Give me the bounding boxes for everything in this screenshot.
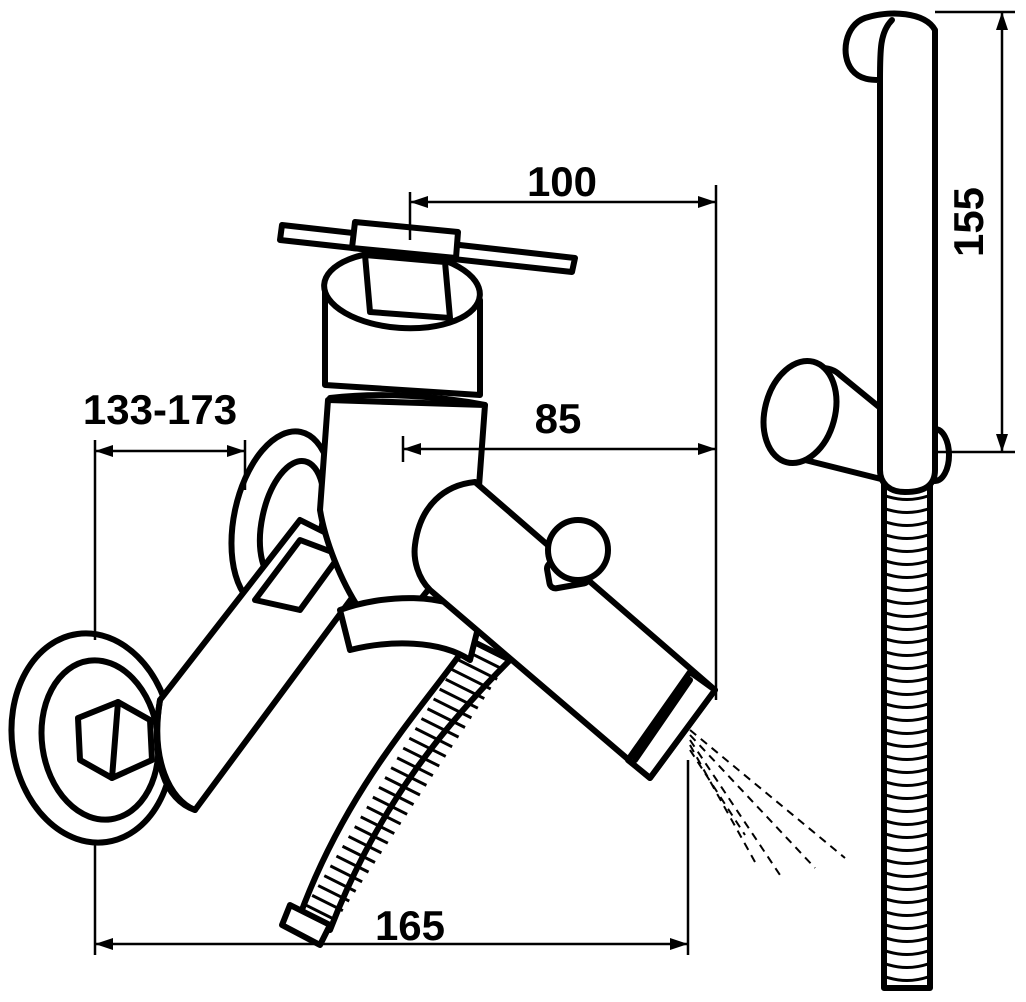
- diverter-knob: [543, 517, 611, 592]
- hose-band: [341, 844, 376, 864]
- hose-band: [402, 746, 440, 768]
- dim-label-155: 155: [945, 187, 992, 257]
- hose-band: [414, 727, 453, 749]
- hose-band: [317, 884, 350, 903]
- shower-hose-band: [885, 806, 929, 813]
- shower-hose-band: [885, 559, 929, 566]
- shower-hose-band: [885, 663, 929, 670]
- dimension-lines: [93, 10, 1015, 955]
- hose-band: [347, 835, 383, 855]
- hose-band: [390, 766, 428, 787]
- shower-hose-band: [885, 858, 929, 865]
- hose-band: [360, 815, 395, 835]
- shower-hose-band: [885, 676, 929, 683]
- hose-band: [311, 894, 344, 913]
- shower-hose-band: [885, 533, 929, 540]
- shower-hose-band: [885, 689, 929, 696]
- hose-band: [372, 795, 408, 816]
- hand-shower: [842, 10, 938, 495]
- hose-band: [451, 668, 492, 691]
- cross-handle: [277, 219, 578, 275]
- hose-band: [378, 785, 415, 806]
- shower-hose-band: [885, 715, 929, 722]
- shower-hose-band: [885, 767, 929, 774]
- hose-band: [445, 677, 485, 700]
- shower-hose-band: [885, 546, 929, 553]
- hand-shower-hose: [881, 479, 933, 991]
- hose-band: [432, 697, 473, 720]
- shower-hose-band: [885, 507, 929, 514]
- hose-band: [366, 805, 402, 826]
- shower-hose-band: [885, 598, 929, 605]
- dim-label-100: 100: [527, 158, 597, 205]
- shower-hose-band: [885, 702, 929, 709]
- water-spray-lines: [689, 729, 846, 876]
- shower-hose-band: [885, 780, 929, 787]
- hose-band: [329, 864, 363, 884]
- hose-band: [408, 736, 447, 758]
- shower-hose-band: [885, 637, 929, 644]
- valve-cartridge: [321, 248, 483, 398]
- hose-band: [426, 707, 466, 729]
- shower-hose-band: [885, 624, 929, 631]
- hose-band: [305, 903, 338, 922]
- wall-flange-left: [8, 630, 176, 846]
- shower-hose-band: [885, 650, 929, 657]
- hose-band: [457, 658, 498, 681]
- hose-band: [384, 776, 421, 797]
- spout: [411, 479, 718, 781]
- shower-holder: [760, 357, 952, 484]
- shower-hose-band: [885, 819, 929, 826]
- shower-hose-band: [885, 884, 929, 891]
- shower-hose-band: [885, 728, 929, 735]
- shower-hose-band: [885, 793, 929, 800]
- shower-hose-band: [885, 910, 929, 917]
- shower-hose-band: [885, 962, 929, 969]
- shower-hose-band: [885, 520, 929, 527]
- hose-band: [396, 756, 434, 778]
- shower-hose-band: [885, 832, 929, 839]
- shower-hose-band: [885, 741, 929, 748]
- shower-hose-band: [885, 494, 929, 501]
- shower-hose-band: [885, 949, 929, 956]
- shower-hose-band: [885, 897, 929, 904]
- s-union-arm: [154, 517, 383, 813]
- shower-hose-band: [885, 923, 929, 930]
- shower-hose-band: [885, 871, 929, 878]
- dim-label-165: 165: [375, 902, 445, 949]
- dim-label-85: 85: [535, 395, 582, 442]
- hose-band: [335, 854, 370, 874]
- hose-band: [438, 687, 479, 710]
- shower-hose-band: [885, 754, 929, 761]
- shower-hose-band: [885, 975, 929, 982]
- dim-label-133-173: 133-173: [83, 386, 237, 433]
- hose-band: [323, 874, 357, 893]
- hose-band: [353, 825, 389, 845]
- shower-hose-band: [885, 845, 929, 852]
- hose-band: [420, 717, 460, 739]
- shower-hose-band: [885, 585, 929, 592]
- shower-hose-band: [885, 572, 929, 579]
- shower-hose-band: [885, 611, 929, 618]
- flexible-hose: [279, 637, 513, 948]
- shower-hose-band: [885, 936, 929, 943]
